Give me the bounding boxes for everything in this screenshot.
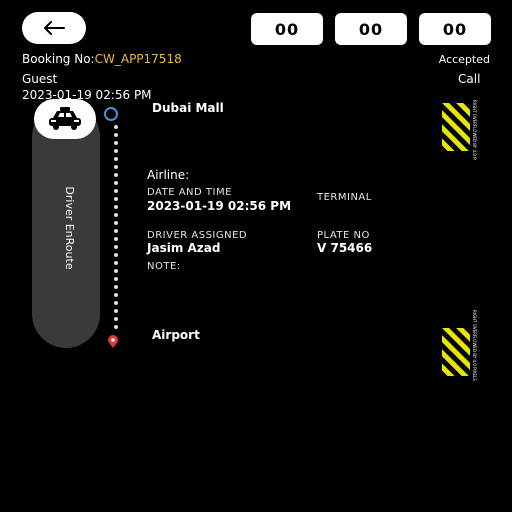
route-dotted-line (113, 125, 119, 333)
driver-label: DRIVER ASSIGNED (147, 230, 248, 241)
trip-status-pill (32, 103, 100, 348)
booking-number: Booking No:CW_APP17518 (22, 52, 182, 66)
route-dot (114, 253, 118, 257)
taxi-icon (49, 107, 81, 130)
booking-number-value: CW_APP17518 (94, 52, 182, 66)
note-label: NOTE: (147, 261, 181, 272)
route-dot (114, 269, 118, 273)
pickup-location: Dubai Mall (152, 101, 224, 115)
plate-label: PLATE NO (317, 230, 370, 241)
airline-label: Airline: (147, 168, 190, 182)
booking-status: Accepted (438, 53, 490, 66)
timer-seconds: 00 (419, 13, 491, 45)
route-dot (114, 173, 118, 177)
route-dot (114, 317, 118, 321)
datetime-label: DATE AND TIME (147, 187, 232, 198)
route-dot (114, 245, 118, 249)
route-dot (114, 181, 118, 185)
plate-number: V 75466 (317, 241, 373, 255)
timer-minutes: 00 (335, 13, 407, 45)
route-dot (114, 141, 118, 145)
terminal-label: TERMINAL (317, 192, 372, 203)
route-dot (114, 325, 118, 329)
booking-number-label: Booking No: (22, 52, 95, 66)
route-dot (114, 157, 118, 161)
trip-status-label: Driver EnRoute (63, 186, 76, 270)
route-dot (114, 189, 118, 193)
back-button[interactable] (22, 12, 86, 44)
route-dot (114, 133, 118, 137)
route-dot (114, 277, 118, 281)
route-dot (114, 237, 118, 241)
driver-name: Jasim Azad (147, 241, 221, 255)
overflow-warning-text: RIGHT OVERFLOWED BY 4.0 PIXELS (472, 100, 477, 160)
route-dot (114, 309, 118, 313)
passenger-name: Guest (22, 72, 58, 86)
location-pin-icon (107, 334, 119, 353)
origin-ring-icon (104, 107, 118, 121)
datetime-value: 2023-01-19 02:56 PM (147, 199, 292, 213)
overflow-warning-text: RIGHT OVERFLOWED BY 4.0 PIXELS (472, 310, 477, 381)
timer-hours: 00 (251, 13, 323, 45)
route-dot (114, 205, 118, 209)
route-dot (114, 197, 118, 201)
route-dot (114, 293, 118, 297)
route-dot (114, 229, 118, 233)
route-dot (114, 149, 118, 153)
route-dot (114, 125, 118, 129)
car-badge (34, 99, 96, 139)
route-dot (114, 285, 118, 289)
route-dot (114, 213, 118, 217)
dropoff-location: Airport (152, 328, 200, 342)
overflow-warning-stripes (442, 328, 470, 376)
call-button[interactable]: Call (458, 72, 481, 86)
route-dot (114, 221, 118, 225)
route-dot (114, 165, 118, 169)
route-dot (114, 301, 118, 305)
route-dot (114, 261, 118, 265)
overflow-warning-stripes (442, 103, 470, 151)
booking-datetime: 2023-01-19 02:56 PM (22, 88, 152, 102)
arrow-left-icon (44, 21, 65, 35)
